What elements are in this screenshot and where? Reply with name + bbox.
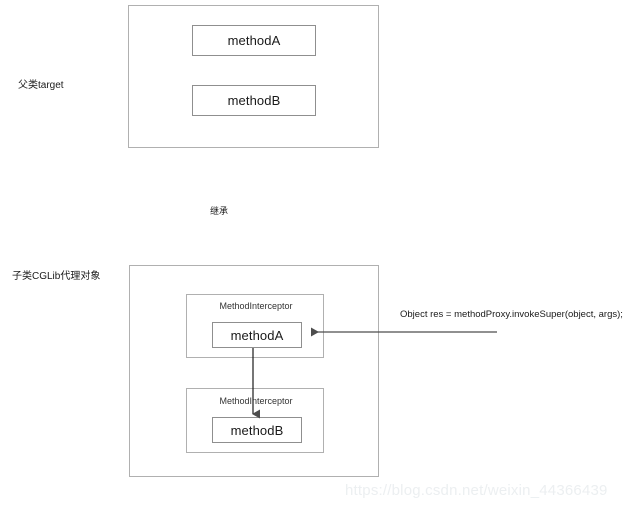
proxy-method-b-box: methodB — [212, 417, 302, 443]
interceptor-title-2: MethodInterceptor — [219, 396, 293, 406]
proxy-method-a-label: methodA — [230, 327, 284, 343]
interceptor-title-1: MethodInterceptor — [219, 301, 293, 311]
interceptor-box-2: MethodInterceptor methodB — [186, 388, 324, 453]
parent-class-label: 父类target — [18, 80, 64, 91]
parent-method-b-box: methodB — [192, 85, 316, 116]
proxy-class-label: 子类CGLib代理对象 — [12, 271, 101, 282]
parent-method-a-label: methodA — [227, 33, 281, 48]
watermark: https://blog.csdn.net/weixin_44366439 — [345, 482, 608, 499]
proxy-class-box: MethodInterceptor methodA MethodIntercep… — [129, 265, 379, 477]
inheritance-label: 继承 — [210, 206, 229, 216]
interceptor-box-1: MethodInterceptor methodA — [186, 294, 324, 358]
parent-method-a-box: methodA — [192, 25, 316, 56]
proxy-method-b-label: methodB — [230, 422, 284, 438]
parent-method-b-label: methodB — [227, 93, 281, 108]
proxy-method-a-box: methodA — [212, 322, 302, 348]
invoke-super-code-note: Object res = methodProxy.invokeSuper(obj… — [400, 309, 623, 320]
parent-class-box: methodA methodB — [128, 5, 379, 148]
